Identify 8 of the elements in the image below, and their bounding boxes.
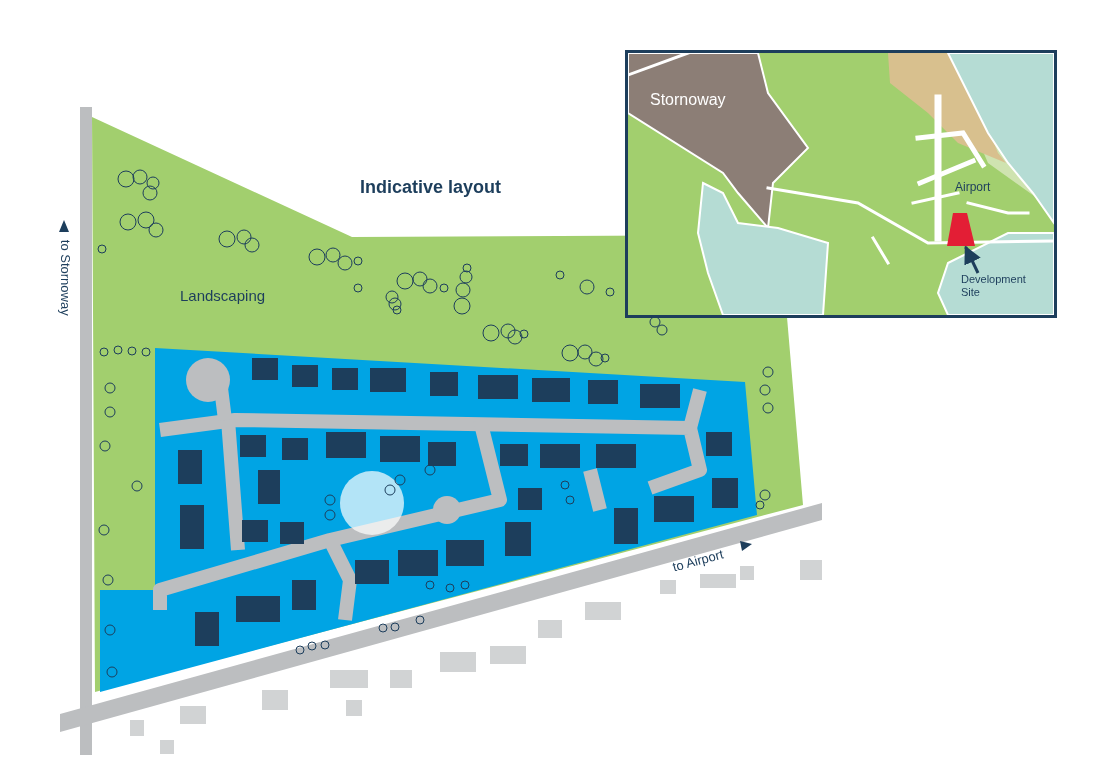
road-label: to Airport xyxy=(670,545,726,577)
site-plot xyxy=(947,213,977,246)
road-label: to Stornoway xyxy=(57,238,75,318)
area-label: Landscaping xyxy=(180,286,266,306)
title: Indicative layout xyxy=(360,176,502,199)
leader-line xyxy=(964,245,981,274)
map-label: Stornoway xyxy=(650,90,726,110)
map-label: Airport xyxy=(955,179,991,196)
